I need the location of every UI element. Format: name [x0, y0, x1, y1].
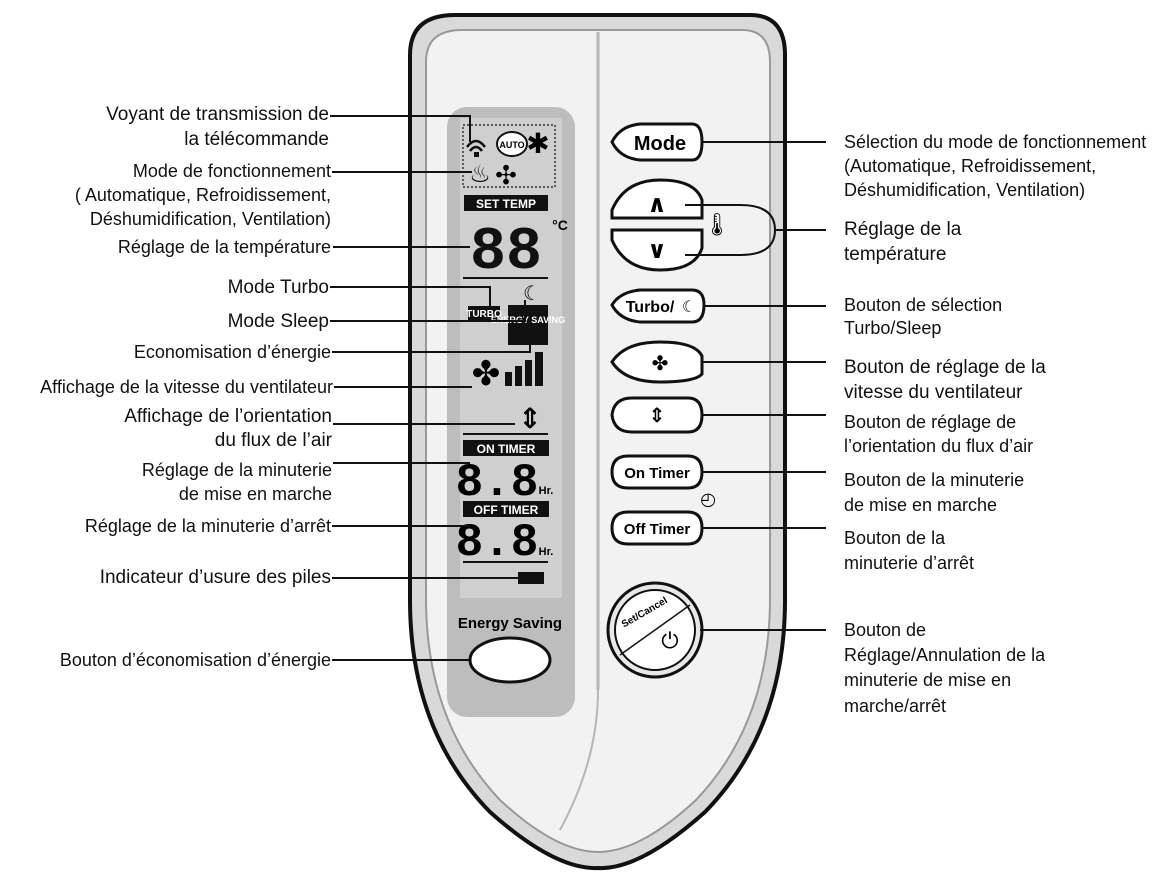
rlabel-fan-2: vitesse du ventilateur [844, 382, 1023, 403]
lcd-sleep-icon: ☾ [523, 281, 541, 305]
label-mode-1: Mode de fonctionnement [132, 161, 331, 181]
snowflake-icon: ✱ [526, 127, 549, 160]
lcd-airflow-icon: ⇕ [518, 402, 541, 435]
lcd-auto-label: AUTO [499, 140, 524, 150]
rlabel-off-timer-2: minuterie d’arrêt [844, 553, 975, 573]
chevron-up-icon: ∧ [647, 190, 667, 218]
label-airflow-2: du flux de l’air [214, 430, 332, 451]
rlabel-set-4: marche/arrêt [844, 696, 947, 716]
power-icon: ⏻ [661, 629, 678, 654]
svg-text:Off Timer: Off Timer [624, 521, 691, 538]
label-fan-speed: Affichage de la vitesse du ventilateur [40, 377, 333, 397]
rlabel-temp-2: température [844, 244, 947, 265]
fan-speed-button[interactable]: ✤ [610, 340, 704, 384]
rlabel-airflow-2: l’orientation du flux d’air [844, 436, 1034, 456]
lcd-celsius: °C [552, 217, 568, 233]
dry-icon: ♨ [469, 160, 491, 188]
mode-button[interactable]: Mode [610, 122, 704, 162]
rlabel-set-2: Réglage/Annulation de la [844, 645, 1046, 665]
svg-text:On Timer: On Timer [624, 465, 690, 482]
rlabel-set-1: Bouton de [844, 620, 927, 640]
label-turbo: Mode Turbo [227, 277, 329, 298]
lcd-turbo: TURBO [466, 309, 502, 320]
label-energy-button: Bouton d’économisation d’énergie [59, 650, 331, 670]
rlabel-airflow-1: Bouton de réglage de [844, 412, 1017, 432]
lcd-on-timer: ON TIMER [477, 442, 536, 456]
rlabel-mode-2: (Automatique, Refroidissement, [844, 156, 1097, 176]
rlabel-turbo-1: Bouton de sélection [844, 295, 1003, 315]
svg-text:Mode: Mode [634, 133, 686, 155]
label-transmission-2: la télécommande [184, 129, 329, 150]
rlabel-off-timer-1: Bouton de la [844, 528, 946, 548]
label-energy: Economisation d’énergie [133, 342, 331, 362]
label-off-timer: Réglage de la minuterie d’arrêt [84, 516, 331, 536]
rlabel-mode-1: Sélection du mode de fonctionnement [844, 132, 1147, 152]
airflow-icon: ⇕ [649, 403, 666, 427]
off-timer-button[interactable]: Off Timer [610, 510, 704, 546]
battery-icon [518, 572, 544, 584]
rlabel-fan-1: Bouton de réglage de la [844, 357, 1046, 378]
temp-up-button[interactable]: ∧ [610, 178, 704, 220]
lcd-transmit-icon [466, 139, 486, 157]
rlabel-temp-1: Réglage de la [844, 219, 962, 240]
label-battery: Indicateur d’usure des piles [99, 567, 331, 588]
label-on-timer-2: de mise en marche [178, 484, 332, 504]
lcd-auto-icon: AUTO [496, 131, 528, 157]
lcd-on-timer-digits: 8.8 [456, 457, 539, 509]
label-on-timer-1: Réglage de la minuterie [141, 460, 332, 480]
rlabel-on-timer-2: de mise en marche [844, 495, 998, 515]
lcd-temp-digits: 88 [470, 219, 542, 287]
label-temperature: Réglage de la température [117, 237, 331, 257]
turbo-sleep-button[interactable]: Turbo/ ☾ [610, 288, 706, 324]
label-sleep: Mode Sleep [227, 311, 329, 332]
left-leader-lines [330, 115, 531, 661]
airflow-button[interactable]: ⇕ [610, 396, 704, 434]
rlabel-turbo-2: Turbo/Sleep [844, 318, 942, 338]
lcd-on-hr: Hr. [539, 485, 554, 497]
rlabel-on-timer-1: Bouton de la minuterie [844, 470, 1025, 490]
chevron-down-icon: ∨ [647, 236, 667, 264]
lcd-fan-bars [505, 352, 543, 386]
set-cancel-button[interactable]: Set/Cancel ⏻ [606, 581, 704, 679]
lcd-off-timer: OFF TIMER [474, 503, 539, 517]
sleep-icon: ☾ [682, 297, 696, 316]
label-mode-2: ( Automatique, Refroidissement, [74, 185, 331, 205]
svg-text:Turbo/: Turbo/ [626, 299, 675, 316]
label-airflow-1: Affichage de l’orientation [124, 406, 332, 427]
lcd-off-hr: Hr. [539, 546, 554, 558]
fan-icon-button: ✤ [652, 351, 669, 375]
temp-down-button[interactable]: ∨ [610, 228, 704, 272]
on-timer-button[interactable]: On Timer [610, 454, 704, 490]
energy-saving-text: Energy Saving [458, 615, 562, 632]
lcd-energy-saving: ENERGY SAVING [491, 315, 565, 325]
energy-saving-button[interactable] [468, 636, 552, 684]
right-leader-lines [685, 141, 826, 631]
label-mode-3: Déshumidification, Ventilation) [89, 209, 331, 229]
lcd-fan-speed-icon: ✤ [472, 354, 501, 394]
lcd-set-temp: SET TEMP [476, 197, 536, 211]
label-transmission-1: Voyant de transmission de [106, 104, 329, 125]
rlabel-mode-3: Déshumidification, Ventilation) [844, 180, 1086, 200]
fan-icon: ✣ [495, 161, 517, 191]
rlabel-set-3: minuterie de mise en [844, 670, 1012, 690]
clock-icon: ◴ [700, 489, 716, 510]
thermometer-icon: 🌡 [703, 213, 731, 238]
